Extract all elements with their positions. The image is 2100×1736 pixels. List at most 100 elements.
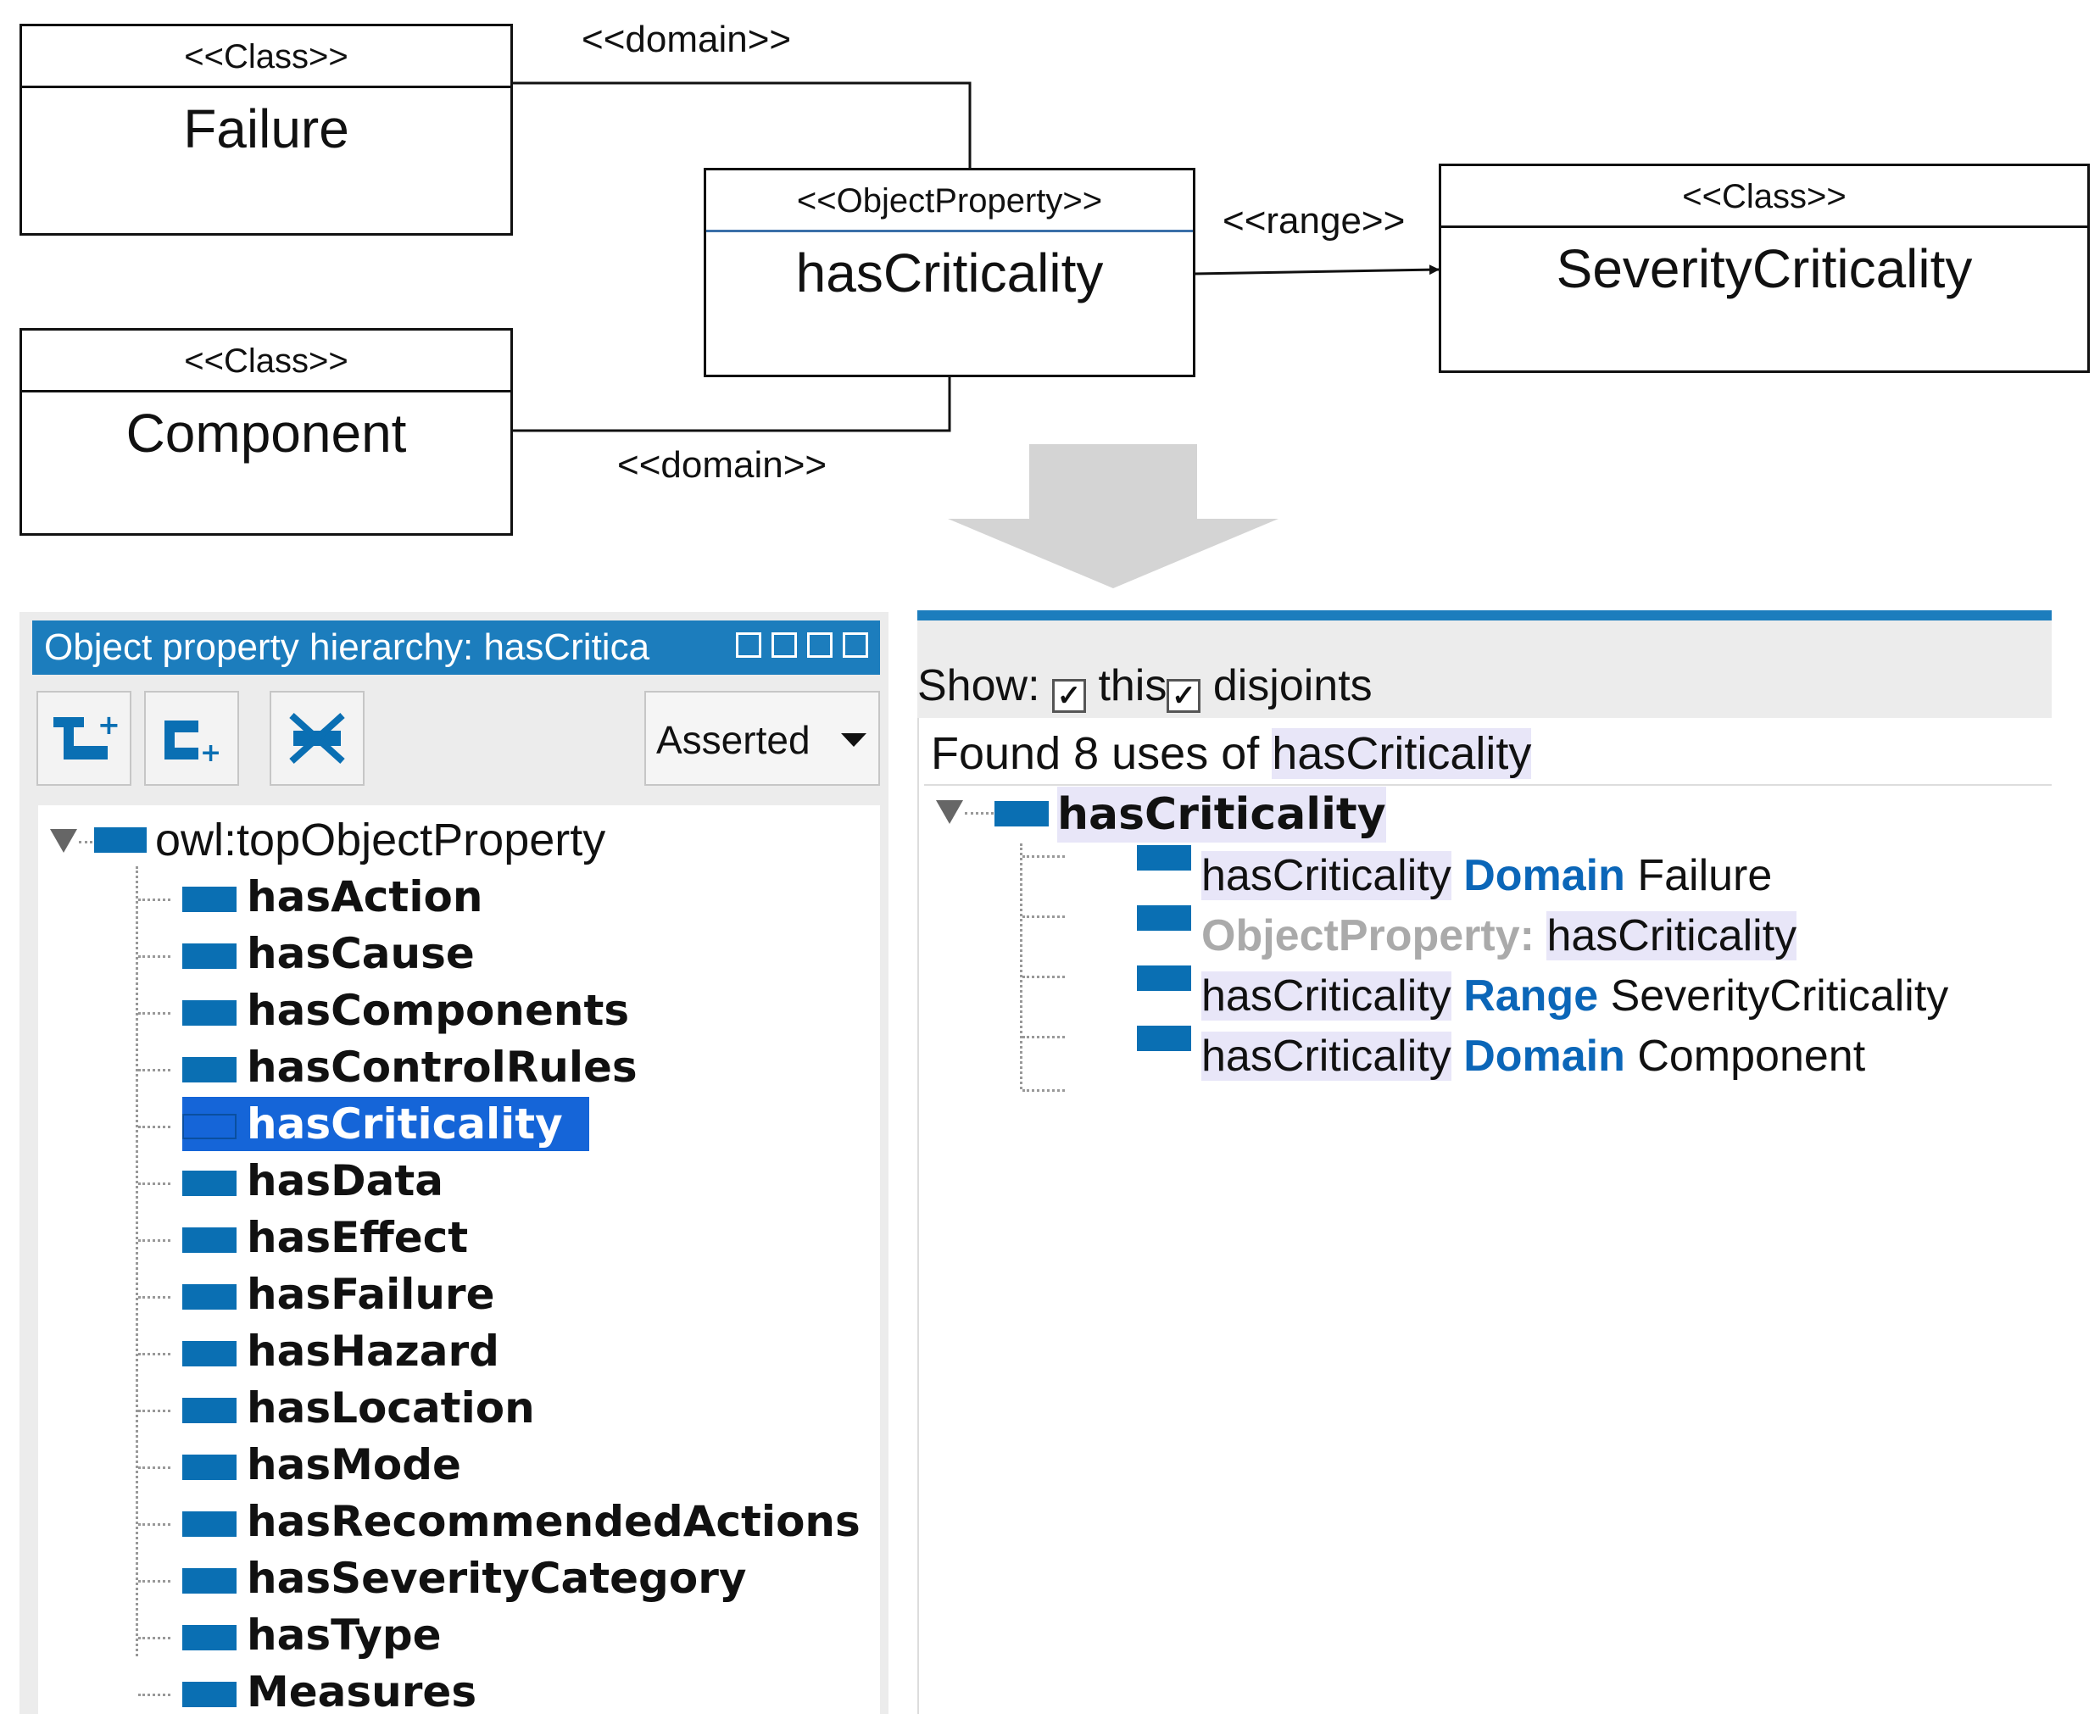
tree-connector <box>138 1694 170 1696</box>
root-property-label[interactable]: owl:topObjectProperty <box>155 815 606 865</box>
tree-connector <box>1022 1036 1065 1038</box>
usage-row-declaration[interactable]: ObjectProperty: hasCriticality <box>1201 908 1797 964</box>
tree-connector <box>1022 855 1065 858</box>
disjoints-label: disjoints <box>1212 661 1373 710</box>
axiom-icon <box>1137 905 1191 931</box>
uml-connectors <box>513 81 1440 432</box>
property-icon <box>182 1625 237 1650</box>
expand-triangle-icon[interactable] <box>50 829 77 853</box>
tree-connector <box>138 1353 170 1355</box>
tree-item-hascomponents[interactable]: hasComponents <box>247 986 630 1035</box>
stereotype-label: <<Class>> <box>22 26 510 88</box>
hierarchy-title-bar[interactable]: Object property hierarchy: hasCritica <box>32 620 880 675</box>
usage-subject: hasCriticality <box>1201 1032 1451 1081</box>
property-icon <box>182 1341 237 1366</box>
window-close-icon[interactable] <box>843 632 868 658</box>
usage-row-range[interactable]: hasCriticality Range SeverityCriticality <box>1201 968 1948 1024</box>
domain-connector-failure <box>513 81 972 168</box>
usage-root-label[interactable]: hasCriticality <box>1057 787 1386 843</box>
tree-item-haseffect[interactable]: hasEffect <box>247 1213 469 1262</box>
property-icon <box>182 1455 237 1480</box>
class-name: SeverityCriticality <box>1556 238 1973 299</box>
this-checkbox[interactable]: ✓ <box>1051 679 1086 713</box>
property-icon <box>182 1057 237 1082</box>
add-subproperty-icon: + <box>53 709 118 760</box>
usage-subject: hasCriticality <box>1201 971 1451 1021</box>
usage-panel-tabstrip <box>917 610 2052 620</box>
range-arrow <box>1193 264 1440 275</box>
class-box-failure: <<Class>> Failure <box>19 24 513 236</box>
property-icon <box>182 1171 237 1196</box>
tree-item-hasfailure[interactable]: hasFailure <box>247 1270 495 1319</box>
hierarchy-title: Object property hierarchy: hasCritica <box>44 626 650 668</box>
tree-item-hasdata[interactable]: hasData <box>247 1156 443 1205</box>
tree-item-hascontrolrules[interactable]: hasControlRules <box>247 1043 638 1092</box>
tree-connector <box>138 1466 170 1469</box>
class-box-component: <<Class>> Component <box>19 328 513 536</box>
tree-item-hastype[interactable]: hasType <box>247 1611 442 1660</box>
show-options: Show: ✓ this✓ disjoints <box>917 658 1373 714</box>
usage-object: SeverityCriticality <box>1610 971 1949 1021</box>
usage-keyword: ObjectProperty: <box>1201 911 1535 960</box>
usage-keyword: Domain <box>1463 1032 1625 1081</box>
add-sibling-property-button[interactable]: + <box>144 691 239 786</box>
asserted-dropdown[interactable]: Asserted <box>644 691 880 786</box>
range-label: <<range>> <box>1223 200 1406 242</box>
found-term: hasCriticality <box>1272 728 1532 779</box>
usage-header-divider <box>924 784 2052 786</box>
stereotype-label: <<Class>> <box>1441 166 2087 228</box>
tree-connector <box>138 1012 170 1015</box>
usage-list <box>917 718 2053 1714</box>
usage-keyword: Domain <box>1463 851 1625 900</box>
window-split-icon[interactable] <box>736 632 761 658</box>
usage-object: Component <box>1637 1032 1866 1081</box>
tree-connector <box>138 899 170 901</box>
tree-connector <box>138 955 170 958</box>
tree-connector <box>138 1580 170 1583</box>
usage-row-domain-failure[interactable]: hasCriticality Domain Failure <box>1201 848 1772 904</box>
property-tree: owl:topObjectProperty hasAction hasCause h… <box>38 805 880 1717</box>
svg-text:+: + <box>200 738 221 768</box>
tree-item-hascriticality[interactable]: hasCriticality <box>247 1099 563 1149</box>
expand-triangle-icon[interactable] <box>936 800 963 824</box>
tree-item-hasseveritycategory[interactable]: hasSeverityCategory <box>247 1554 747 1603</box>
tree-item-hasaction[interactable]: hasAction <box>247 872 483 921</box>
this-label: this <box>1098 661 1167 710</box>
usage-subject: hasCriticality <box>1201 851 1451 900</box>
property-icon <box>182 1568 237 1594</box>
axiom-icon <box>1137 1026 1191 1051</box>
axiom-icon <box>1137 845 1191 871</box>
delete-property-button[interactable] <box>270 691 365 786</box>
usage-keyword: Range <box>1463 971 1599 1021</box>
property-icon <box>182 1682 237 1707</box>
tree-item-hasrecommendedactions[interactable]: hasRecommendedActions <box>247 1497 861 1546</box>
add-sibling-icon: + <box>164 721 221 768</box>
usage-tree-vertical-connector <box>1020 843 1022 1089</box>
found-uses-header: Found 8 uses of hasCriticality <box>931 726 1532 782</box>
tree-connector <box>79 841 92 843</box>
usage-row-domain-component[interactable]: hasCriticality Domain Component <box>1201 1028 1865 1084</box>
stereotype-label: <<ObjectProperty>> <box>706 170 1193 232</box>
usage-root-icon <box>994 801 1049 826</box>
tree-connector <box>138 1523 170 1526</box>
add-subproperty-button[interactable]: + <box>36 691 131 786</box>
disjoints-checkbox[interactable]: ✓ <box>1167 679 1201 713</box>
stereotype-label: <<Class>> <box>22 331 510 392</box>
axiom-icon <box>1137 965 1191 991</box>
property-icon <box>182 1114 237 1139</box>
tree-item-hascause[interactable]: hasCause <box>247 929 475 978</box>
tree-item-hasmode[interactable]: hasMode <box>247 1440 461 1489</box>
tree-connector <box>138 1069 170 1071</box>
property-name: hasCriticality <box>795 242 1104 303</box>
tree-connector <box>138 1296 170 1299</box>
usage-object: Failure <box>1637 851 1773 900</box>
tree-item-haslocation[interactable]: hasLocation <box>247 1383 535 1433</box>
domain-label-top: <<domain>> <box>582 19 792 60</box>
tree-item-hashazard[interactable]: hasHazard <box>247 1327 499 1376</box>
property-icon <box>182 1284 237 1310</box>
property-icon <box>182 1398 237 1423</box>
tree-connector <box>1022 1089 1065 1092</box>
tree-item-measures[interactable]: Measures <box>247 1667 477 1717</box>
window-maximize-icon[interactable] <box>807 632 833 658</box>
window-minimize-icon[interactable] <box>771 632 797 658</box>
